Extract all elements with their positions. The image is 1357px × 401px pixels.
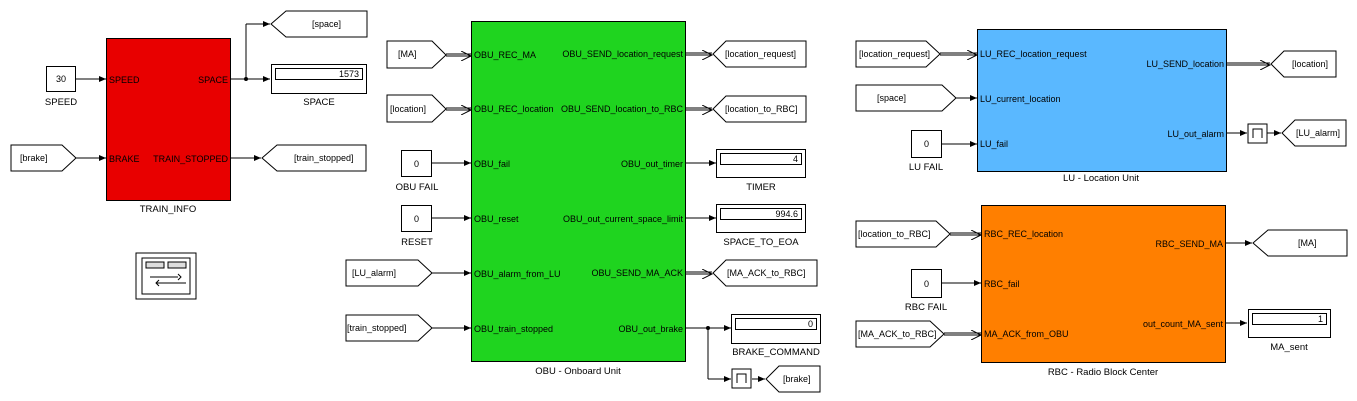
goto-train-stopped-text[interactable]: [train_stopped] [294,153,354,163]
timer-display-label: TIMER [746,182,776,193]
from-location-tag [386,94,447,123]
obu-out-4: OBU_SEND_MA_ACK [591,268,683,278]
goto-lu-alarm-tag [1281,119,1347,147]
space-display-label: SPACE [303,97,335,108]
goto-location-to-rbc-tag [712,95,807,123]
rbc-fail-constant-label: RBC FAIL [904,302,948,313]
space-to-eoa-display-value: 994.6 [720,208,802,220]
obu-caption: OBU - Onboard Unit [535,366,621,377]
goto-space-text[interactable]: [space] [312,19,342,29]
from-train-stopped-text[interactable]: [train_stopped] [347,323,407,333]
obu-block[interactable]: OBU_REC_MA OBU_REC_location OBU_fail OBU… [471,21,686,362]
from-location-text[interactable]: [location] [390,104,427,114]
space-display[interactable]: 1573 [271,64,367,94]
reset-constant[interactable]: 0 [401,205,432,232]
lu-in-0: LU_REC_location_request [980,49,1087,59]
lu-in-2: LU_fail [980,139,1009,149]
train-info-in-speed: SPEED [109,75,140,85]
brake-command-display-label: BRAKE_COMMAND [732,347,820,358]
goto-lu-alarm-text[interactable]: [LU_alarm] [1296,128,1341,138]
from-ma-tag [386,40,447,69]
from-location-request-tag [855,40,941,68]
speed-constant[interactable]: 30 [46,66,76,92]
obu-fail-constant[interactable]: 0 [401,150,432,177]
from-location-to-rbc-tag [855,220,951,248]
ma-sent-display-value: 1 [1252,313,1327,325]
rbc-out-0: RBC_SEND_MA [1155,239,1223,249]
from-space-tag [855,84,957,112]
rbc-fail-constant[interactable]: 0 [911,269,942,298]
obu-in-5: OBU_train_stopped [474,324,554,334]
memory-block-alarm [1247,123,1268,144]
rbc-in-2: MA_ACK_from_OBU [984,329,1069,339]
goto-ma-tag [1252,229,1348,257]
brake-command-display-value: 0 [735,318,817,330]
from-ma-ack-to-rbc-text[interactable]: [MA_ACK_to_RBC] [858,329,937,339]
obu-in-2: OBU_fail [474,159,511,169]
goto-location-text[interactable]: [location] [1292,59,1329,69]
from-lu-alarm-tag [345,259,433,287]
rbc-caption: RBC - Radio Block Center [1047,367,1159,378]
from-ma-text[interactable]: [MA] [398,49,417,59]
obu-in-4: OBU_alarm_from_LU [474,269,561,279]
train-info-in-brake: BRAKE [109,154,140,164]
obu-in-1: OBU_REC_location [474,104,554,114]
obu-out-5: OBU_out_brake [618,324,683,334]
from-space-text[interactable]: [space] [877,93,907,103]
lu-caption: LU - Location Unit [1062,173,1140,184]
rbc-out-1: out_count_MA_sent [1142,319,1223,329]
goto-space-tag [270,10,368,38]
lu-fail-constant-label: LU FAIL [908,162,944,173]
ma-sent-display[interactable]: 1 [1248,309,1331,338]
obu-out-1: OBU_SEND_location_to_RBC [560,104,683,114]
goto-location-to-rbc-text[interactable]: [location_to_RBC] [725,104,798,114]
goto-brake-tag [765,365,821,393]
obu-fail-constant-label: OBU FAIL [395,182,439,193]
goto-train-stopped-tag [261,144,367,172]
goto-brake-text[interactable]: [brake] [783,374,811,384]
space-to-eoa-display-label: SPACE_TO_EOA [723,237,799,248]
goto-location-request-text[interactable]: [location_request] [725,49,797,59]
lu-block[interactable]: LU_REC_location_request LU_current_locat… [977,29,1227,172]
timer-display-value: 4 [720,153,802,165]
from-lu-alarm-text[interactable]: [LU_alarm] [352,268,397,278]
obu-out-3: OBU_out_current_space_limit [562,214,683,224]
rbc-in-1: RBC_fail [984,279,1020,289]
goto-ma-text[interactable]: [MA] [1298,238,1317,248]
from-ma-ack-to-rbc-tag [855,320,945,348]
from-location-to-rbc-text[interactable]: [location_to_RBC] [858,229,931,239]
space-display-value: 1573 [275,68,363,80]
space-to-eoa-display[interactable]: 994.6 [716,204,806,233]
rbc-in-0: RBC_REC_location [984,229,1064,239]
obu-in-0: OBU_REC_MA [474,50,537,60]
lu-in-1: LU_current_location [980,94,1061,104]
obu-out-0: OBU_SEND_location_request [562,49,683,59]
goto-location-request-tag [712,40,807,68]
from-brake-tag [10,144,77,172]
obu-in-3: OBU_reset [474,214,519,224]
from-brake-text[interactable]: [brake] [20,153,48,163]
train-info-block[interactable]: SPEED BRAKE SPACE TRAIN_STOPPED [106,38,231,201]
train-info-out-train-stopped: TRAIN_STOPPED [153,154,228,164]
goto-ma-ack-to-rbc-text[interactable]: [MA_ACK_to_RBC] [727,268,806,278]
brake-command-display[interactable]: 0 [731,314,821,344]
lu-out-1: LU_out_alarm [1167,129,1224,139]
memory-block-brake [731,368,752,389]
speed-constant-label: SPEED [44,97,78,108]
reset-constant-label: RESET [401,237,433,248]
ma-sent-display-label: MA_sent [1270,342,1308,353]
obu-out-2: OBU_out_timer [620,159,683,169]
lu-out-0: LU_SEND_location [1146,59,1224,69]
train-info-out-space: SPACE [198,75,228,85]
lu-fail-constant[interactable]: 0 [911,130,942,158]
from-train-stopped-tag [345,314,433,342]
goto-location-tag [1270,50,1337,78]
train-info-caption: TRAIN_INFO [139,204,197,215]
rbc-block[interactable]: RBC_REC_location RBC_fail MA_ACK_from_OB… [981,205,1226,363]
timer-display[interactable]: 4 [716,149,806,178]
from-location-request-text[interactable]: [location_request] [859,49,931,59]
goto-ma-ack-to-rbc-tag [712,259,818,287]
